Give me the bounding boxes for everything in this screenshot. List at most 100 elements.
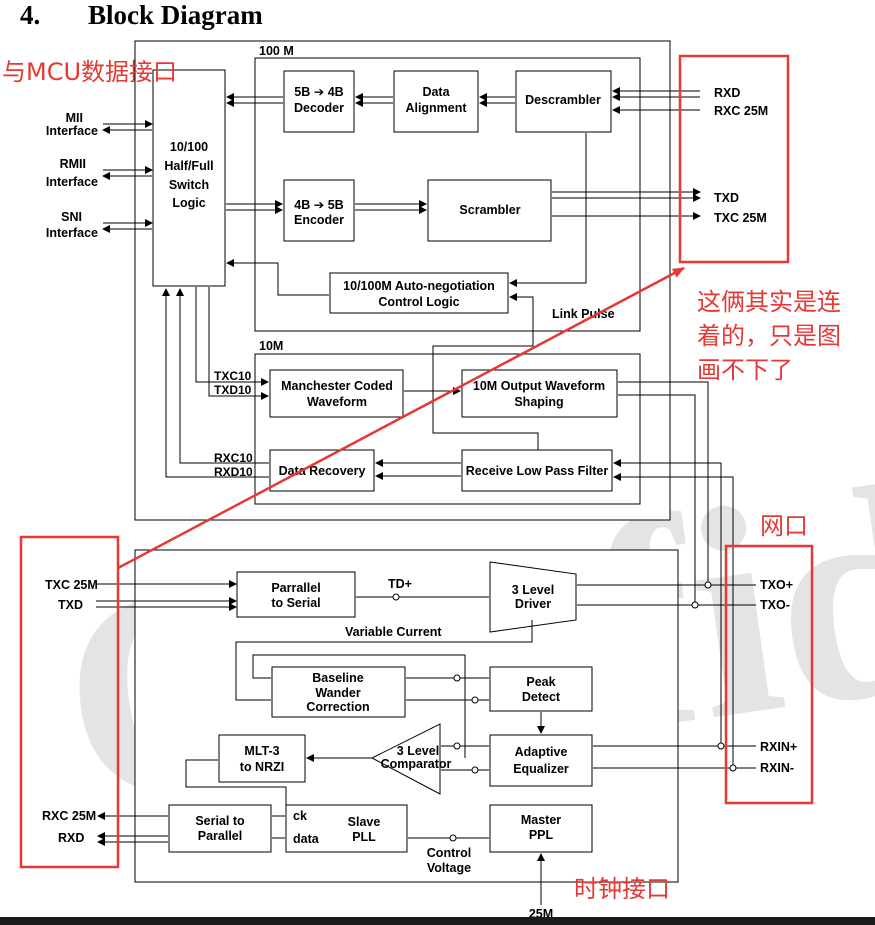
mlt3-block [218,734,306,783]
waveform-shaping-block [461,369,618,418]
data-alignment-line1: Data [422,85,450,99]
parallel-to-serial-line1: Parrallel [271,581,320,595]
region-100m-label: 100 M [259,44,294,58]
manchester-line2: Waveform [307,395,367,409]
manchester-line1: Manchester Coded [281,379,393,393]
encoder-block [283,179,355,242]
bottom-mac-highlight-box [19,535,120,869]
master-pll-block [489,804,593,853]
txc25-bottom-label: TXC 25M [45,578,98,592]
data-alignment-block [393,70,479,133]
slave-pll-line2: PLL [352,830,376,844]
switch-logic-line1: 10/100 [170,140,208,154]
connected-note-line3: 画不下了 [697,356,793,384]
control-voltage-line1: Control [427,846,471,860]
rxin-minus-label: RXIN- [760,761,794,775]
slave-pll-ck: ck [293,809,307,823]
decoder-line1: 5B ➔ 4B [294,85,343,99]
low-pass-filter-block [461,449,613,492]
txo-plus-label: TXO+ [760,578,793,592]
comparator-line2: Comparator [381,757,452,771]
sni-bus-arrows [102,219,153,233]
rxd-top-label: RXD [714,86,740,100]
txd-top-label: TXD [714,191,739,205]
auto-negotiation-line1: 10/100M Auto-negotiation [343,279,495,293]
mii-label-line2: Interface [46,124,98,138]
switch-logic-line4: Logic [172,196,205,210]
rxc25-bottom-label: RXC 25M [42,809,96,823]
low-pass-filter-label: Receive Low Pass Filter [466,464,609,478]
rx-10m-path [162,288,734,768]
rxc25-top-label: RXC 25M [714,104,768,118]
rxin-plus-label: RXIN+ [760,740,797,754]
mlt3-line2: to NRZI [240,760,284,774]
three-level-driver [489,561,577,633]
mii-bus-arrows [102,120,153,134]
clock-interface-annotation: 时钟接口 [574,875,670,903]
peak-detect-line2: Detect [522,690,561,704]
peak-detect-block [489,666,593,712]
manchester-block [269,369,404,418]
switch-logic-line3: Switch [169,178,209,192]
baseline-line2: Wander [315,686,361,700]
network-port-highlight-box [724,544,814,805]
peak-detect-line1: Peak [526,675,555,689]
driver-line1: 3 Level [512,583,554,597]
tx-100m-path [226,188,701,220]
decoder-line2: Decoder [294,101,344,115]
parallel-to-serial-line2: to Serial [271,596,320,610]
region-10m-label: 10M [259,339,283,353]
waveform-shaping-line2: Shaping [514,395,563,409]
rxd10-label: RXD10 [214,465,253,479]
variable-current-label: Variable Current [345,625,442,639]
td-plus-label: TD+ [388,577,412,591]
connection-arrow [117,266,685,570]
baseline-line3: Correction [306,700,369,714]
bottom-edge-strip [0,917,875,925]
connected-note-line1: 这俩其实是连 [697,288,841,316]
baseline-wander-block [271,666,406,718]
parallel-to-serial-block [236,571,356,618]
auto-negotiation-wiring [226,133,587,450]
equalizer-line1: Adaptive [515,745,568,759]
slave-pll-data: data [293,832,320,846]
descrambler-label: Descrambler [525,93,601,107]
driver-line2: Driver [515,597,551,611]
tx-10m-path [195,287,709,605]
master-pll-line2: PPL [529,828,554,842]
descrambler-block [515,70,612,133]
scrambler-block [427,179,552,242]
switch-logic-line2: Half/Full [164,159,213,173]
equalizer-line2: Equalizer [513,762,569,776]
slave-pll-block [285,804,408,853]
mii-label-line1: MII [66,111,83,125]
serial-to-parallel-line2: Parallel [198,829,242,843]
variable-current-loop [235,620,545,758]
rx-lower-path [185,742,756,838]
encoder-line1: 4B ➔ 5B [294,198,343,212]
rx-100m-path [226,87,700,114]
txc10-label: TXC10 [214,369,252,383]
three-level-comparator [370,723,441,795]
rxc10-label: RXC10 [214,451,253,465]
control-voltage-line2: Voltage [427,861,471,875]
mlt3-line1: MLT-3 [244,744,279,758]
network-port-annotation: 网口 [760,512,808,540]
auto-negotiation-line2: Control Logic [378,295,459,309]
txd10-label: TXD10 [214,383,252,397]
decoder-block [283,70,355,133]
serial-to-parallel-line1: Serial to [195,814,245,828]
txo-minus-label: TXO- [760,598,790,612]
sni-label-line2: Interface [46,226,98,240]
rx-25m-lower-path [97,812,545,905]
data-recovery-block [269,449,375,492]
comparator-line1: 3 Level [397,744,439,758]
master-pll-line1: Master [521,813,561,827]
data-recovery-label: Data Recovery [279,464,366,478]
data-alignment-line2: Alignment [405,101,467,115]
baseline-line1: Baseline [312,671,363,685]
link-pulse-label: Link Pulse [552,307,615,321]
top-phy-highlight-box [678,54,790,264]
connected-note-line2: 着的，只是图 [697,322,841,350]
